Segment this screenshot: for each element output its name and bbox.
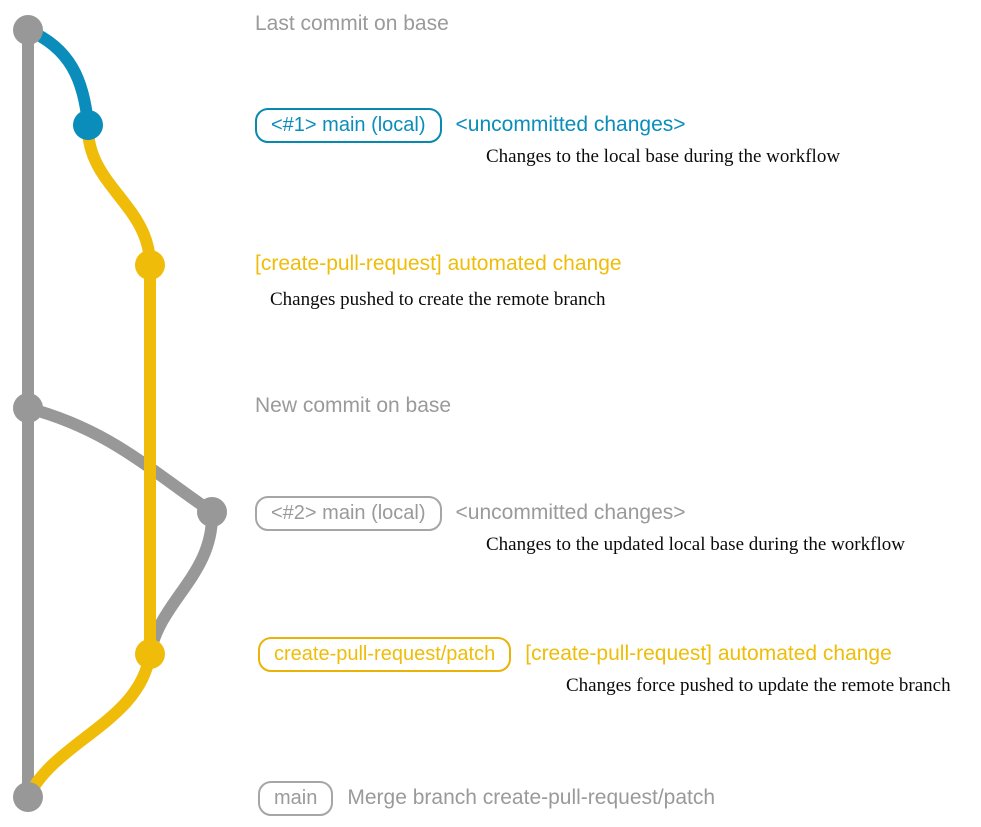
commit-detail-automated-change-1: Changes pushed to create the remote bran… [270,289,606,310]
commit-row-last-commit-on-base: Last commit on base [255,12,449,36]
commit-row-local-commit-2: <#2> main (local) <uncommitted changes> [255,496,686,532]
ref-pill-main-local-2[interactable]: <#2> main (local) [255,496,442,532]
node-local-2 [197,497,227,527]
commit-subject: <uncommitted changes> [455,113,686,136]
node-base-last [13,15,43,45]
commit-detail-local-commit-1: Changes to the local base during the wor… [486,146,841,167]
commit-subject: [create-pull-request] automated change [255,252,622,275]
commit-row-local-commit-1: <#1> main (local) <uncommitted changes> [255,108,686,144]
node-local-1 [73,110,103,140]
commit-row-merge-commit: main Merge branch create-pull-request/pa… [258,781,716,817]
commit-subject: New commit on base [255,394,452,417]
edge-local1-to-patch1 [81,119,156,271]
node-base-new [13,393,43,423]
commit-subject: Merge branch create-pull-request/patch [347,786,716,809]
commit-subject: <uncommitted changes> [455,501,686,524]
node-base-merge [13,782,43,812]
edge-patch2-to-merge [22,648,156,803]
commit-subject: Last commit on base [255,12,449,35]
ref-pill-main-local-1[interactable]: <#1> main (local) [255,108,442,144]
node-patch-1 [135,250,165,280]
commit-row-automated-change-2: create-pull-request/patch [create-pull-r… [258,637,892,673]
commit-detail-automated-change-2: Changes force pushed to update the remot… [566,675,951,696]
commit-row-new-commit-on-base: New commit on base [255,394,451,418]
ref-pill-create-pull-request-patch[interactable]: create-pull-request/patch [258,637,512,673]
ref-pill-main[interactable]: main [258,781,334,817]
commit-row-automated-change-1: [create-pull-request] automated change [255,252,622,276]
node-patch-2 [135,639,165,669]
edge-base-to-local2 [22,402,218,518]
commit-detail-local-commit-2: Changes to the updated local base during… [486,534,905,555]
commit-subject: [create-pull-request] automated change [525,642,892,665]
